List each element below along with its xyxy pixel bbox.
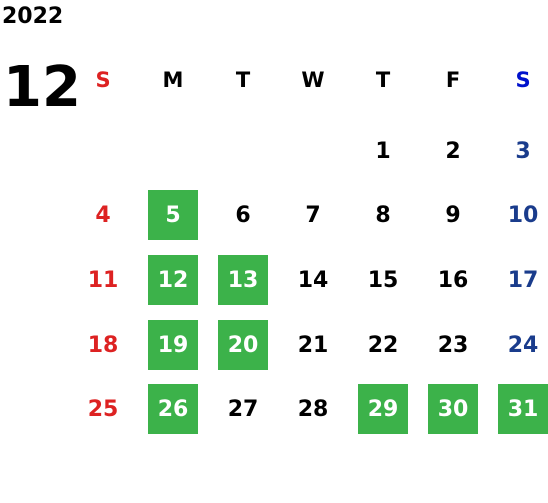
day-cell-10[interactable]: 10: [507, 202, 539, 228]
year-label: 2022: [2, 4, 64, 29]
weekday-header-fri: F: [445, 68, 461, 92]
weekday-header-sun: S: [95, 68, 111, 92]
day-cell-18[interactable]: 18: [87, 332, 119, 358]
weekday-header-mon: M: [162, 68, 184, 92]
day-cell-29[interactable]: 29: [358, 384, 408, 434]
day-cell-26[interactable]: 26: [148, 384, 198, 434]
day-cell-31[interactable]: 31: [498, 384, 548, 434]
day-cell-14[interactable]: 14: [297, 267, 329, 293]
day-cell-20[interactable]: 20: [218, 320, 268, 370]
weekday-header-tue: T: [235, 68, 251, 92]
day-cell-3[interactable]: 3: [515, 138, 531, 164]
day-cell-25[interactable]: 25: [87, 396, 119, 422]
day-cell-9[interactable]: 9: [445, 202, 461, 228]
day-cell-24[interactable]: 24: [507, 332, 539, 358]
month-label: 12: [3, 55, 81, 120]
day-cell-5[interactable]: 5: [148, 190, 198, 240]
weekday-header-wed: W: [301, 68, 325, 92]
day-cell-30[interactable]: 30: [428, 384, 478, 434]
day-cell-4[interactable]: 4: [95, 202, 111, 228]
day-cell-6[interactable]: 6: [235, 202, 251, 228]
day-cell-1[interactable]: 1: [375, 138, 391, 164]
day-cell-17[interactable]: 17: [507, 267, 539, 293]
day-cell-16[interactable]: 16: [437, 267, 469, 293]
day-cell-7[interactable]: 7: [305, 202, 321, 228]
day-cell-11[interactable]: 11: [87, 267, 119, 293]
day-cell-21[interactable]: 21: [297, 332, 329, 358]
day-cell-19[interactable]: 19: [148, 320, 198, 370]
day-cell-28[interactable]: 28: [297, 396, 329, 422]
day-cell-12[interactable]: 12: [148, 255, 198, 305]
day-cell-27[interactable]: 27: [227, 396, 259, 422]
weekday-header-sat: S: [515, 68, 531, 92]
day-cell-8[interactable]: 8: [375, 202, 391, 228]
day-cell-22[interactable]: 22: [367, 332, 399, 358]
weekday-header-thu: T: [375, 68, 391, 92]
day-cell-13[interactable]: 13: [218, 255, 268, 305]
day-cell-23[interactable]: 23: [437, 332, 469, 358]
day-cell-2[interactable]: 2: [445, 138, 461, 164]
day-cell-15[interactable]: 15: [367, 267, 399, 293]
